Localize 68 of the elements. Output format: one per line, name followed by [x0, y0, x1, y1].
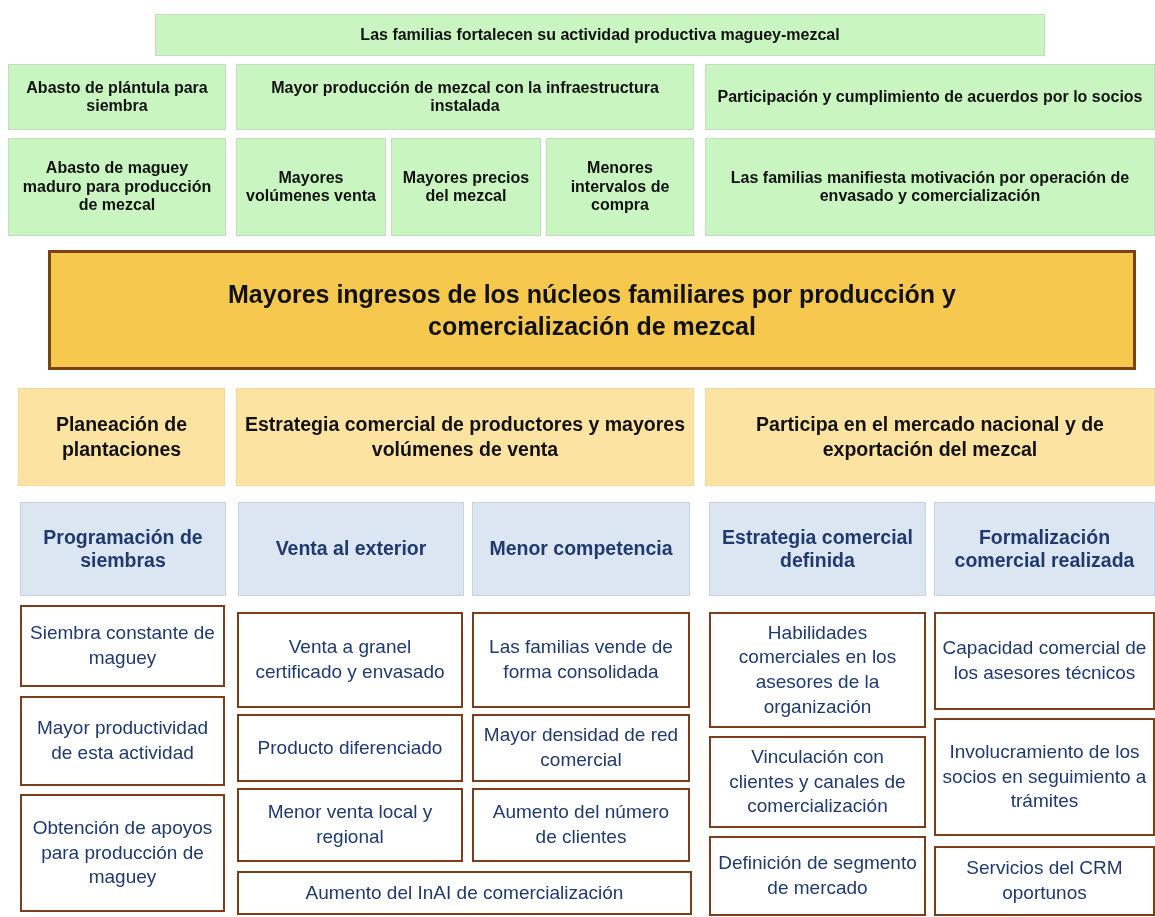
- box-text: Menor venta local y regional: [266, 800, 434, 849]
- component-box: [18, 388, 225, 486]
- box-text: Producto diferenciado: [257, 735, 443, 760]
- activity-box: [237, 788, 463, 862]
- box-text: Menores intervalos de compra: [569, 159, 671, 215]
- box-text: Participación y cumplimiento de acuerdos por lo socios: [717, 87, 1143, 107]
- objective-box: [238, 502, 464, 596]
- activity-box: [934, 846, 1155, 916]
- box-text: Involucramiento de los socios en seguimiento a trámites: [942, 739, 1147, 814]
- activity-box: [237, 871, 692, 915]
- result-box: [705, 64, 1155, 130]
- objective-box: [934, 502, 1155, 596]
- box-text: Menor competencia: [489, 537, 673, 561]
- box-text: Estrategia comercial definida: [721, 525, 914, 573]
- box-text: Las familias vende de forma consolidada: [488, 635, 674, 684]
- result-box: [705, 138, 1155, 236]
- box-text: Venta a granel certificado y envasado: [254, 635, 446, 684]
- box-text: Siembra constante de maguey: [29, 621, 216, 670]
- activity-box: [472, 788, 690, 862]
- objective-box: [20, 502, 226, 596]
- result-box: [391, 138, 541, 236]
- result-box: [236, 64, 694, 130]
- box-text: Abasto de plántula para siembra: [25, 78, 209, 116]
- activity-box: [472, 612, 690, 708]
- activity-box: [709, 836, 926, 916]
- box-text: Habilidades comerciales en los asesores de la organización: [737, 620, 898, 719]
- box-text: Las familias fortalecen su actividad productiva maguey-mezcal: [360, 25, 840, 45]
- activity-box: [709, 612, 926, 728]
- central-objective-box: [48, 250, 1136, 370]
- box-text: Mayor densidad de red comercial: [482, 723, 680, 772]
- activity-box: [709, 736, 926, 828]
- result-box: [155, 14, 1045, 56]
- box-text: Las familias manifiesta motivación por operación de envasado y comercialización: [729, 168, 1131, 206]
- box-text: Estrategia comercial de productores y mayores volúmenes de venta: [244, 411, 686, 462]
- box-text: Programación de siembras: [42, 525, 204, 573]
- box-text: Capacidad comercial de los asesores técnicos: [942, 636, 1147, 685]
- objective-box: [472, 502, 690, 596]
- result-box: [8, 138, 226, 236]
- box-text: Planeación de plantaciones: [54, 411, 189, 462]
- box-text: Definición de segmento de mercado: [717, 851, 918, 900]
- result-box: [546, 138, 694, 236]
- box-text: Abasto de maguey maduro para producción de mezcal: [21, 159, 213, 215]
- activity-box: [20, 605, 225, 687]
- result-box: [8, 64, 226, 130]
- box-text: Participa en el mercado nacional y de exportación del mezcal: [755, 411, 1105, 462]
- objective-box: [709, 502, 926, 596]
- component-box: [705, 388, 1155, 486]
- box-text: Vinculación con clientes y canales de comercialización: [728, 744, 907, 819]
- box-text: Mayores volúmenes venta: [245, 168, 377, 206]
- box-text: Aumento del número de clientes: [491, 800, 671, 849]
- activity-box: [20, 696, 225, 786]
- activity-box: [20, 794, 225, 912]
- activity-box: [472, 714, 690, 782]
- activity-box: [237, 714, 463, 782]
- component-box: [236, 388, 694, 486]
- activity-box: [934, 718, 1155, 836]
- box-text: Servicios del CRM oportunos: [965, 856, 1124, 905]
- box-text: Mayores precios del mezcal: [401, 168, 531, 206]
- box-text: Obtención de apoyos para producción de maguey: [31, 815, 214, 890]
- box-text: Formalización comercial realizada: [953, 525, 1136, 573]
- activity-box: [237, 612, 463, 708]
- activity-box: [934, 612, 1155, 710]
- box-text: Venta al exterior: [275, 537, 427, 561]
- box-text: Mayor productividad de esta actividad: [35, 716, 210, 765]
- box-text: Mayores ingresos de los núcleos familiares por producción y comercialización de mezcal: [227, 278, 957, 342]
- box-text: Mayor producción de mezcal con la infraestructura instalada: [270, 78, 660, 116]
- result-box: [236, 138, 386, 236]
- box-text: Aumento del InAI de comercialización: [305, 880, 624, 905]
